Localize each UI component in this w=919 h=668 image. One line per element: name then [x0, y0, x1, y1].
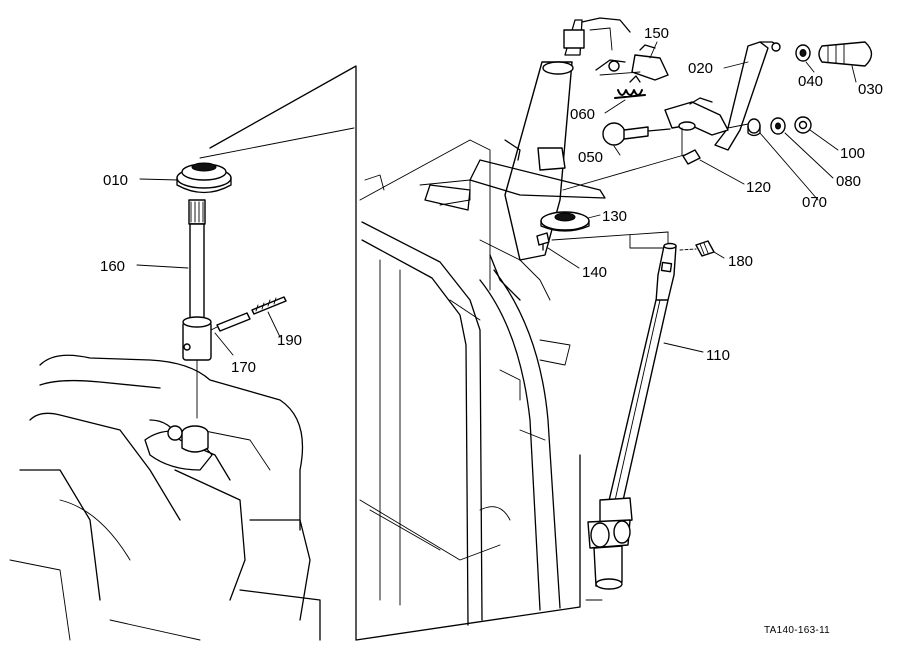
shift-shaft-assembly — [176, 127, 355, 419]
guide-bracket-110 — [629, 231, 669, 249]
part-100-nut — [794, 116, 812, 134]
part-010-boot — [176, 162, 232, 194]
callout-190: 190 — [277, 332, 302, 349]
part-110-rod — [587, 242, 677, 590]
part-160-shaft — [182, 199, 212, 419]
callout-140: 140 — [582, 264, 607, 281]
part-060-spring — [614, 75, 646, 99]
callout-020: 020 — [688, 60, 713, 77]
part-120-clip — [682, 149, 701, 165]
part-030-knob — [818, 41, 873, 67]
leader-lines — [136, 41, 857, 356]
reference-code: TA140-163-11 — [764, 625, 830, 636]
callout-080: 080 — [836, 173, 861, 190]
callout-120: 120 — [746, 179, 771, 196]
callout-010: 010 — [103, 172, 128, 189]
part-070-collar — [747, 118, 761, 137]
callout-070: 070 — [802, 194, 827, 211]
part-130-grommet — [540, 211, 590, 232]
callout-030: 030 — [858, 81, 883, 98]
guide-line-130 — [551, 231, 669, 241]
part-190-pin — [251, 296, 287, 315]
callout-130: 130 — [602, 208, 627, 225]
part-170-pin — [210, 312, 251, 332]
callout-050: 050 — [578, 149, 603, 166]
callout-180: 180 — [728, 253, 753, 270]
callout-060: 060 — [570, 106, 595, 123]
part-040-washer — [795, 44, 811, 62]
part-140-bolt — [536, 232, 550, 251]
part-080-washer — [770, 117, 786, 135]
callout-150: 150 — [644, 25, 669, 42]
part-150-bracket — [599, 44, 669, 81]
transmission-housing — [9, 354, 321, 641]
leader-010-upper — [199, 127, 355, 159]
guide-line-120 — [562, 154, 685, 191]
callout-110: 110 — [706, 347, 730, 364]
frame-panel — [209, 65, 603, 641]
callout-170: 170 — [231, 359, 256, 376]
mount-plate — [664, 101, 729, 136]
steering-column — [424, 17, 631, 301]
part-020-lever — [714, 41, 781, 151]
part-050-ball-joint — [602, 122, 671, 146]
callout-040: 040 — [798, 73, 823, 90]
callout-160: 160 — [100, 258, 125, 275]
callout-100: 100 — [840, 145, 865, 162]
callout-labels: 010 020 030 040 050 060 070 080 100 110 … — [100, 25, 883, 376]
part-180-bolt — [679, 240, 715, 257]
